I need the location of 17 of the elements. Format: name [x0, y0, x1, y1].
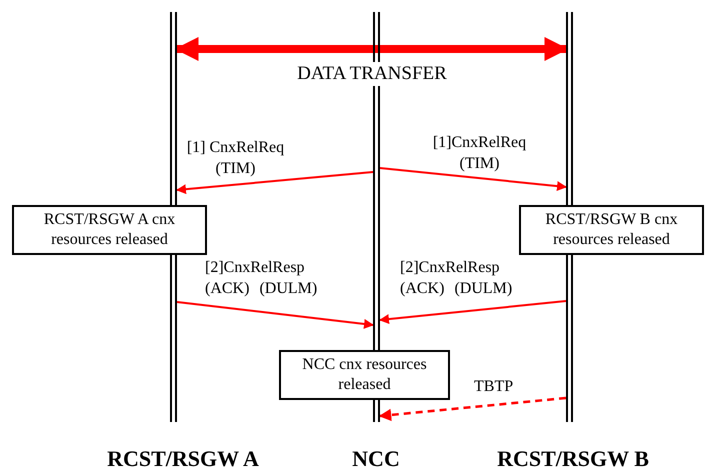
edge-label: [2]CnxRelResp (ACK) (DULM) — [400, 258, 514, 299]
lifeline-label: RCST/RSGW A — [107, 446, 259, 472]
arrow — [378, 396, 566, 422]
arrow — [379, 300, 566, 324]
arrow — [176, 301, 374, 329]
edge-label: [1]CnxRelReq (TIM) — [432, 133, 528, 174]
edge-label: TBTP — [474, 377, 514, 397]
state-box: RCST/RSGW A cnx resources released — [12, 205, 207, 255]
edge-label: [2]CnxRelResp (ACK) (DULM) — [205, 258, 318, 299]
arrow — [380, 167, 567, 192]
state-box: NCC cnx resources released — [279, 350, 450, 400]
lifeline-label: NCC — [352, 446, 400, 472]
lifeline-label: RCST/RSGW B — [497, 446, 649, 472]
arrow — [176, 171, 374, 194]
arrow — [174, 37, 568, 61]
state-box: RCST/RSGW B cnx resources released — [519, 205, 704, 255]
edge-label: [1] CnxRelReq (TIM) — [186, 138, 286, 179]
